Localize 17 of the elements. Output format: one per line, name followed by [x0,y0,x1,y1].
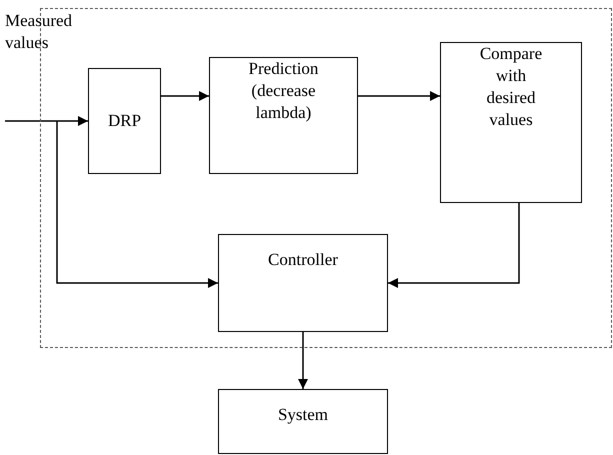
node-text: Controller [268,249,338,271]
process-box [440,42,582,203]
process-box [88,68,161,174]
node-text: Compare with desired values [479,43,543,132]
node-text: DRP [108,110,142,132]
arrow [56,121,218,288]
arrow [298,332,308,389]
arrow [358,91,440,101]
arrow [161,91,209,101]
input-label: Measured values [5,10,74,54]
process-box [218,234,388,332]
process-box [209,57,358,174]
arrow [5,116,88,126]
arrow [388,203,520,288]
node-text: System [278,404,328,426]
node-text: Prediction (decrease lambda) [248,58,320,124]
process-box [218,389,388,454]
